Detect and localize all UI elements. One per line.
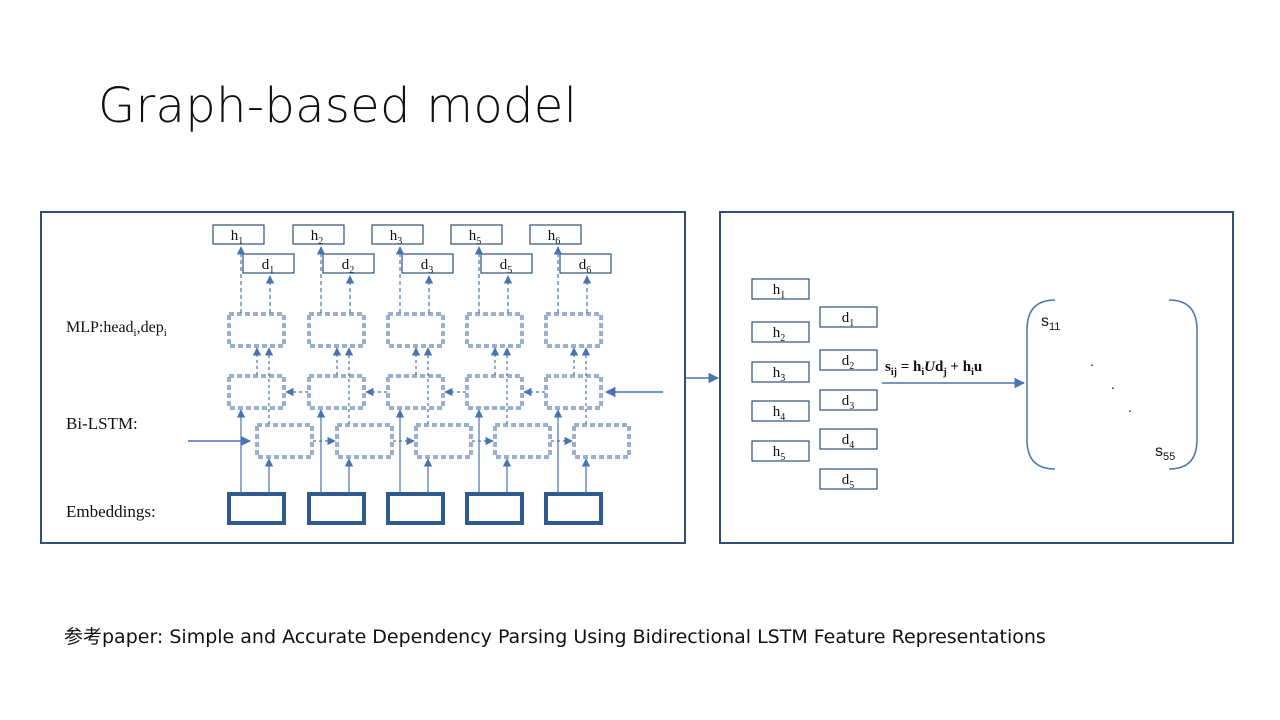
d-list-label: d1 [842, 310, 855, 329]
embedding-box [386, 492, 445, 525]
embedding-box [227, 492, 286, 525]
word-column: h6 d6 [529, 224, 631, 525]
slide-title: Graph-based model [98, 78, 578, 134]
right-panel-frame [719, 211, 1234, 544]
mlp-row-label: MLP:headi,depi [66, 319, 167, 339]
head-vector-box [292, 224, 345, 245]
dep-vector-box [242, 253, 295, 274]
backward-lstm-cell [227, 374, 286, 410]
head-vector-label: h2 [311, 228, 324, 247]
h-list-label: h1 [773, 282, 786, 301]
dep-vector-label: d5 [500, 257, 513, 276]
h-list-box [751, 400, 810, 422]
head-vector-box [371, 224, 424, 245]
word-column: h5 d5 [450, 224, 573, 525]
dep-vector-label: d2 [342, 257, 355, 276]
head-vector-label: h6 [548, 228, 561, 247]
d-list-box [819, 306, 878, 328]
d-list-box [819, 389, 878, 411]
d-list-label: d2 [842, 353, 855, 372]
dep-vector-box [322, 253, 375, 274]
word-column: h2 d2 [292, 224, 415, 525]
head-vector-label: h3 [390, 228, 403, 247]
embedding-box [544, 492, 603, 525]
bilstm-row-label: Bi-LSTM: [66, 414, 138, 433]
backward-lstm-cell [465, 374, 524, 410]
forward-lstm-cell [335, 423, 394, 459]
dep-vector-box [559, 253, 612, 274]
embedding-box [307, 492, 366, 525]
left-panel-frame [40, 211, 686, 544]
mlp-box [227, 312, 286, 348]
h-list-box [751, 361, 810, 383]
backward-lstm-cell [386, 374, 445, 410]
word-column: h1 d1 [212, 224, 336, 525]
backward-lstm-cell [544, 374, 603, 410]
h-list-box [751, 440, 810, 462]
head-vector-box [529, 224, 582, 245]
right-lists: h1 h2 h3 h4 h5 d1 d2 d3 d4 d5 [751, 278, 878, 491]
d-list-label: d4 [842, 432, 855, 451]
mlp-box [544, 312, 603, 348]
head-vector-label: h1 [231, 228, 244, 247]
matrix-entry-s11: s11 [1041, 313, 1060, 333]
embedding-box [465, 492, 524, 525]
d-list-label: d3 [842, 393, 855, 412]
h-list-label: h5 [773, 444, 786, 463]
matrix-left-bracket [1026, 299, 1056, 470]
reference-citation: 参考paper: Simple and Accurate Dependency … [64, 626, 1046, 648]
left-columns: h1 d1 h2 d2 h3 d3 h5 d5 h6 d6 [212, 224, 631, 525]
forward-lstm-cell [572, 423, 631, 459]
forward-lstm-cell [255, 423, 314, 459]
biaffine-formula: sij = hiUdj + hiu [885, 359, 982, 378]
d-list-label: d5 [842, 472, 855, 491]
mlp-box [465, 312, 524, 348]
dep-vector-label: d3 [421, 257, 434, 276]
matrix-entry-s55: s55 [1155, 443, 1175, 463]
matrix-dot: . [1111, 376, 1115, 392]
d-list-box [819, 468, 878, 490]
h-list-box [751, 278, 810, 300]
h-list-label: h4 [773, 404, 786, 423]
dep-vector-label: d1 [262, 257, 275, 276]
head-vector-label: h5 [469, 228, 482, 247]
h-list-box [751, 321, 810, 343]
d-list-box [819, 349, 878, 371]
matrix-dot: . [1128, 399, 1132, 415]
h-list-label: h3 [773, 365, 786, 384]
head-vector-box [450, 224, 503, 245]
word-column: h3 d3 [371, 224, 494, 525]
mlp-box [307, 312, 366, 348]
dep-vector-box [480, 253, 533, 274]
forward-lstm-cell [414, 423, 473, 459]
mlp-box [386, 312, 445, 348]
d-list-box [819, 428, 878, 450]
head-vector-box [212, 224, 265, 245]
dep-vector-label: d6 [579, 257, 592, 276]
embeddings-row-label: Embeddings: [66, 502, 156, 521]
h-list-label: h2 [773, 325, 786, 344]
dep-vector-box [401, 253, 454, 274]
matrix-dot: . [1090, 353, 1094, 369]
matrix-right-bracket [1168, 299, 1198, 470]
backward-lstm-cell [307, 374, 366, 410]
forward-lstm-cell [493, 423, 552, 459]
